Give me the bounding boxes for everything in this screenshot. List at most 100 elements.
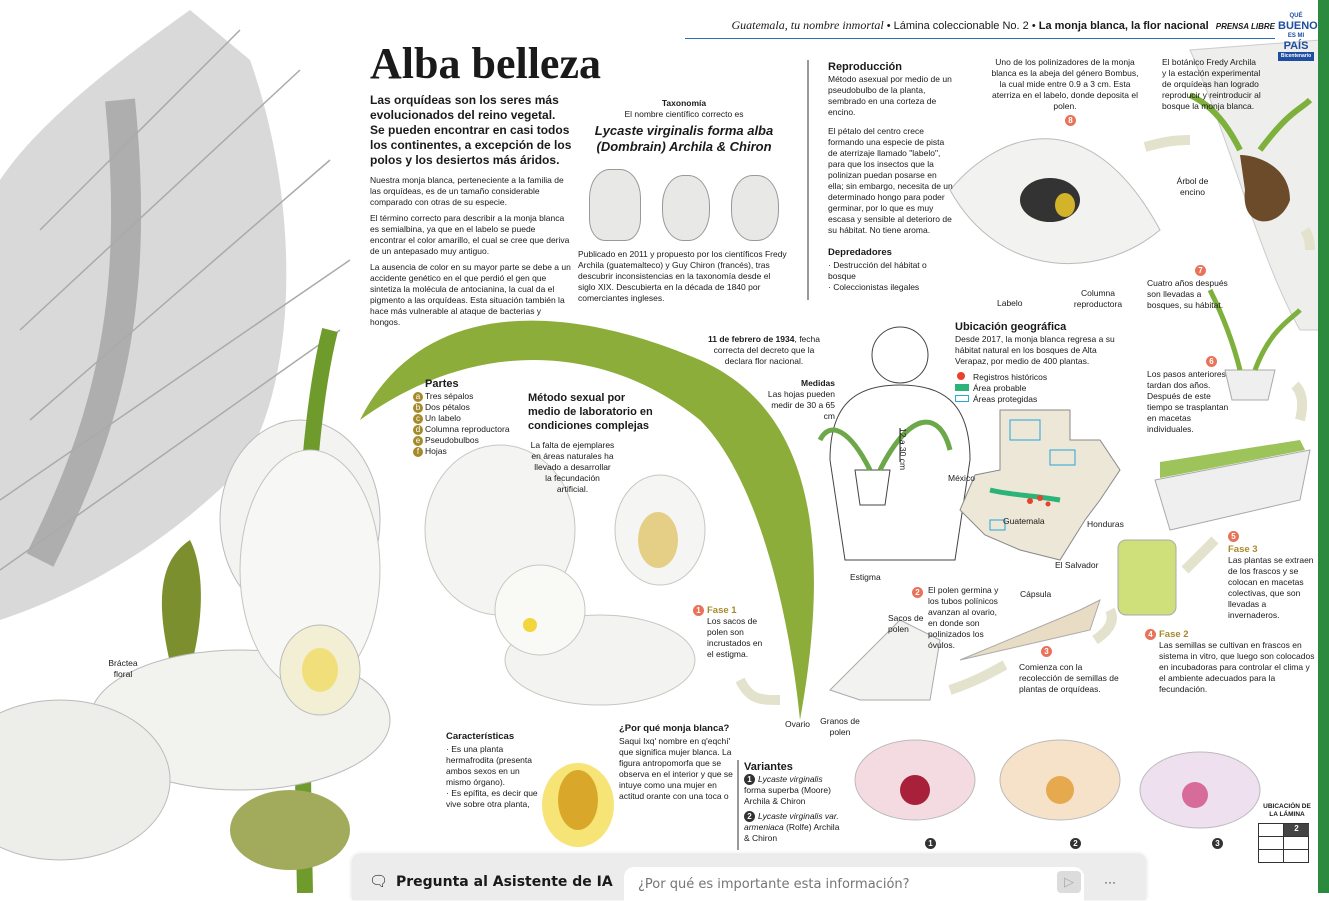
- intro-text: Las orquídeas son los seres más evolucio…: [370, 93, 572, 167]
- text-steps-s4-title: Fase 2: [1159, 629, 1189, 640]
- subject: La monja blanca, la flor nacional: [1038, 20, 1209, 32]
- taxonomy-section: Taxonomía El nombre científico correcto …: [578, 98, 790, 304]
- columna-label: Columna reproductora: [1073, 288, 1123, 309]
- ai-question-input[interactable]: [624, 867, 1084, 901]
- graphic-element: [1300, 227, 1315, 251]
- sheet-location: UBICACIÓN DE LA LÁMINA 2: [1258, 803, 1316, 863]
- map-label-honduras: Honduras: [1087, 519, 1124, 529]
- label-granos: Granos de polen: [820, 716, 860, 737]
- text-parts-items-4-v: Pseudobulbos: [425, 435, 479, 445]
- graphic-element: Registros históricos: [955, 372, 1125, 383]
- height-measure: 12 a 30 cm: [898, 428, 908, 471]
- text-geo-text: Desde 2017, la monja blanca regresa a su…: [955, 334, 1115, 366]
- graphic-element: [0, 10, 287, 620]
- decree-text: 11 de febrero de 1934, fecha correcta de…: [705, 334, 823, 367]
- text-why-text: Saqui Ixq' nombre en q'eqchí' que signif…: [619, 736, 733, 801]
- graphic-element: [1046, 776, 1074, 804]
- green-side-strip: [1318, 0, 1329, 893]
- text-parts-items-4-k: e: [413, 436, 423, 446]
- graphic-element: [1224, 369, 1276, 401]
- text-header-logo_line5: Bicentenario: [1278, 52, 1314, 61]
- step-7-text: Cuatro años después son llevadas a bosqu…: [1147, 278, 1228, 310]
- text-reproduction-p1: Método asexual por medio de un pseudobul…: [828, 74, 952, 117]
- page-title: Alba belleza: [370, 39, 601, 88]
- variant-1-badge: 1: [925, 838, 936, 849]
- text-decree-bold: 11 de febrero de 1934: [708, 334, 795, 344]
- text-reproduction-title: Reproducción: [828, 61, 902, 73]
- text-geo-legend-2: Áreas protegidas: [973, 394, 1038, 404]
- text-parts-items-5-k: f: [413, 447, 423, 457]
- text-geo-title: Ubicación geográfica: [955, 321, 1067, 333]
- graphic-element: [1117, 539, 1177, 616]
- label-sacos: Sacos de polen: [888, 613, 924, 634]
- step-3-badge: 3: [1041, 646, 1052, 657]
- text-variants-title: Variantes: [744, 761, 793, 773]
- text-parts-title: Partes: [425, 378, 459, 390]
- graphic-element: [1027, 498, 1033, 504]
- text-geo-legend-0: Registros históricos: [973, 372, 1048, 382]
- text-parts-items-0-k: a: [413, 392, 423, 402]
- text-variants-items-1-italic: Lycaste virginalis var. armeniaca: [744, 811, 839, 832]
- graphic-element: [854, 469, 891, 506]
- graphic-element: [1037, 495, 1043, 501]
- intro-body: Nuestra monja blanca, perteneciente a la…: [370, 175, 573, 328]
- step-3-text: Comienza con la recolección de semillas …: [1019, 662, 1119, 694]
- graphic-element: [230, 790, 350, 870]
- orchid-illustration-left: [0, 10, 391, 893]
- text-variants-items-0-num: 1: [744, 774, 755, 785]
- graphic-element: [360, 320, 814, 720]
- geo-section: Ubicación geográfica Desde 2017, la monj…: [955, 320, 1125, 405]
- graphic-element: [1207, 288, 1302, 371]
- graphic-element: [1045, 501, 1051, 507]
- series-title: Guatemala, tu nombre inmortal: [731, 18, 884, 32]
- graphic-element: [1284, 850, 1309, 863]
- intro-column: Las orquídeas son los seres más evolucio…: [370, 93, 573, 333]
- lab-orchid-illustration: [424, 444, 706, 706]
- reproduction-section: Reproducción Método asexual por medio de…: [828, 60, 953, 293]
- scientific-name: Lycaste virginalis forma alba (Dombrain)…: [594, 123, 774, 154]
- text-variants-items-1-rest: (Rolfe) Archila & Chiron: [744, 822, 840, 843]
- graphic-element: [0, 29, 351, 571]
- header-bar: Guatemala, tu nombre inmortal • Lámina c…: [685, 18, 1275, 39]
- map-label-guatemala: Guatemala: [1003, 516, 1045, 526]
- text-measures-text: Las hojas pueden medir de 30 a 65 cm: [767, 389, 835, 421]
- graphic-element: [735, 677, 781, 705]
- graphic-element: [1291, 381, 1308, 422]
- map-label-el-salvador: El Salvador: [1055, 560, 1099, 570]
- text-reproduction-p2: El pétalo del centro crece formando una …: [828, 126, 953, 235]
- text-steps-s4-text: Las semillas se cultivan en frascos en s…: [1159, 640, 1315, 694]
- text-decree-rest: , fecha correcta del decreto que la decl…: [713, 334, 820, 366]
- text-header-logo_line3: ES MI: [1287, 33, 1305, 39]
- propagation-illustrations: [829, 288, 1311, 701]
- graphic-element: [1160, 440, 1305, 478]
- graphic-element: [1154, 449, 1311, 531]
- text-parts-items-5-v: Hojas: [425, 446, 447, 456]
- label-capsula: Cápsula: [1020, 589, 1052, 599]
- text-geo-legend-1: Área probable: [973, 383, 1027, 393]
- variant-3-badge: 3: [1212, 838, 1223, 849]
- text-steps-s1-title: Fase 1: [707, 605, 737, 616]
- text-steps-s4-num: 4: [1145, 629, 1156, 640]
- text-parts-items-0-v: Tres sépalos: [425, 391, 474, 401]
- graphic-element: [871, 326, 929, 384]
- text-parts-items-1-v: Dos pétalos: [425, 402, 470, 412]
- graphic-element: [1143, 135, 1191, 152]
- arrows: [735, 135, 1315, 705]
- legend-protected-swatch: [955, 395, 969, 402]
- more-options-button[interactable]: ···: [1104, 875, 1116, 889]
- graphic-element: Áreas protegidas: [955, 394, 1125, 405]
- taxonomy-title: Taxonomía: [661, 98, 707, 108]
- send-button[interactable]: ▷: [1057, 871, 1081, 893]
- text-why-title: ¿Por qué monja blanca?: [619, 723, 730, 734]
- text-features-title: Características: [446, 731, 515, 742]
